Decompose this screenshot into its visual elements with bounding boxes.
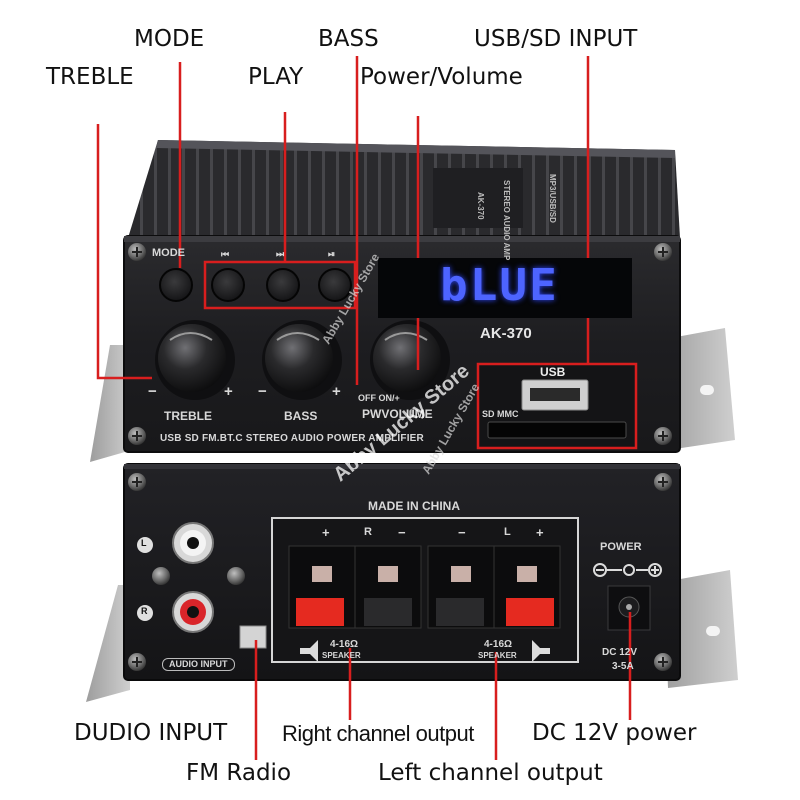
front-left-bracket <box>90 345 132 462</box>
callout-right-channel-output: Right channel output <box>282 721 474 746</box>
left-speaker-ohm: 4-16Ω <box>484 639 513 650</box>
bracket-hole <box>700 385 714 395</box>
display-text: bLUE <box>440 259 559 311</box>
callout-mode: MODE <box>134 26 205 52</box>
off-on-label: OFF ON/+ <box>358 393 400 403</box>
bass-label: BASS <box>284 409 318 423</box>
callout-power-volume: Power/Volume <box>360 64 523 90</box>
speaker-clip-black[interactable] <box>436 598 484 626</box>
audio-input-label: AUDIO INPUT <box>162 658 235 671</box>
treble-minus: − <box>148 383 157 400</box>
callout-dudio-input: DUDIO INPUT <box>74 720 228 746</box>
dc-rating-voltage: DC 12V <box>602 647 638 658</box>
sd-label: SD MMC <box>482 409 519 419</box>
callout-dc-12v-power: DC 12V power <box>532 720 697 746</box>
play-pause-button[interactable] <box>318 268 352 302</box>
r-plus: + <box>322 525 330 540</box>
callout-bass: BASS <box>318 26 379 52</box>
prev-button[interactable] <box>211 268 245 302</box>
volume-label: PWVOLUME <box>362 407 433 421</box>
rca-r-label: R <box>141 606 148 616</box>
callout-treble: TREBLE <box>46 64 134 90</box>
l-minus: − <box>458 525 466 540</box>
r-minus: − <box>398 525 406 540</box>
screw-icon <box>227 567 245 585</box>
top-decal-title: STEREO AUDIO AMP <box>502 180 511 261</box>
l-plus: + <box>536 525 544 540</box>
rca-jack-red[interactable] <box>172 591 214 633</box>
right-channel-badge <box>137 605 153 621</box>
screw-icon <box>152 567 170 585</box>
callout-lines-rear <box>254 612 632 760</box>
volume-knob[interactable] <box>370 320 450 400</box>
top-decal <box>433 168 523 228</box>
r-label: R <box>364 526 372 538</box>
rca-l-label: L <box>141 538 147 548</box>
prev-icon: ⏮ <box>221 249 230 259</box>
l-label: L <box>504 526 511 538</box>
speaker-clip-red[interactable] <box>506 598 554 626</box>
fm-antenna-connector[interactable] <box>239 625 267 649</box>
right-speaker-ohm: 4-16Ω <box>330 639 359 650</box>
callout-left-channel-output: Left channel output <box>378 760 603 786</box>
front-face-bevel <box>124 236 680 242</box>
bass-minus: − <box>258 383 267 400</box>
speaker-terminals[interactable] <box>288 545 561 629</box>
bass-plus: + <box>332 383 341 400</box>
speaker-clip-black[interactable] <box>364 598 412 626</box>
rca-jack-white[interactable] <box>172 522 214 564</box>
lcd-display <box>378 258 632 318</box>
next-icon: ⏭ <box>276 249 285 259</box>
mode-label: MODE <box>152 247 185 259</box>
top-decal-model: AK-370 <box>476 192 485 220</box>
next-button[interactable] <box>266 268 300 302</box>
treble-knob[interactable] <box>155 320 235 400</box>
top-decal-formats: MP3/USB/SD <box>548 174 557 223</box>
speaker-clip-red[interactable] <box>296 598 344 626</box>
heatsink-top <box>128 140 680 238</box>
left-channel-badge <box>137 537 153 553</box>
callout-fm-radio: FM Radio <box>186 760 292 786</box>
made-in-label: MADE IN CHINA <box>368 499 460 513</box>
mode-button[interactable] <box>159 268 193 302</box>
callout-play: PLAY <box>248 64 304 90</box>
treble-label: TREBLE <box>164 409 212 423</box>
front-footer-label: USB SD FM.BT.C STEREO AUDIO POWER AMPLIF… <box>160 433 424 444</box>
rear-left-bracket <box>86 585 130 702</box>
play-buttons-highlight <box>203 260 357 310</box>
bass-knob[interactable] <box>262 320 342 400</box>
speaker-icons <box>300 640 550 662</box>
treble-plus: + <box>224 383 233 400</box>
callout-usb-sd-input: USB/SD INPUT <box>474 26 638 52</box>
right-speaker-label: SPEAKER <box>322 651 361 660</box>
model-label: AK-370 <box>480 325 532 342</box>
play-pause-icon: ⏯ <box>328 249 336 259</box>
polarity-icon <box>593 563 662 577</box>
dc-rating-current: 3-5A <box>612 661 634 672</box>
rear-right-bracket <box>664 570 738 688</box>
usb-label: USB <box>540 365 566 379</box>
left-speaker-label: SPEAKER <box>478 651 517 660</box>
sd-card-slot[interactable] <box>487 421 627 439</box>
power-label: POWER <box>600 541 642 553</box>
